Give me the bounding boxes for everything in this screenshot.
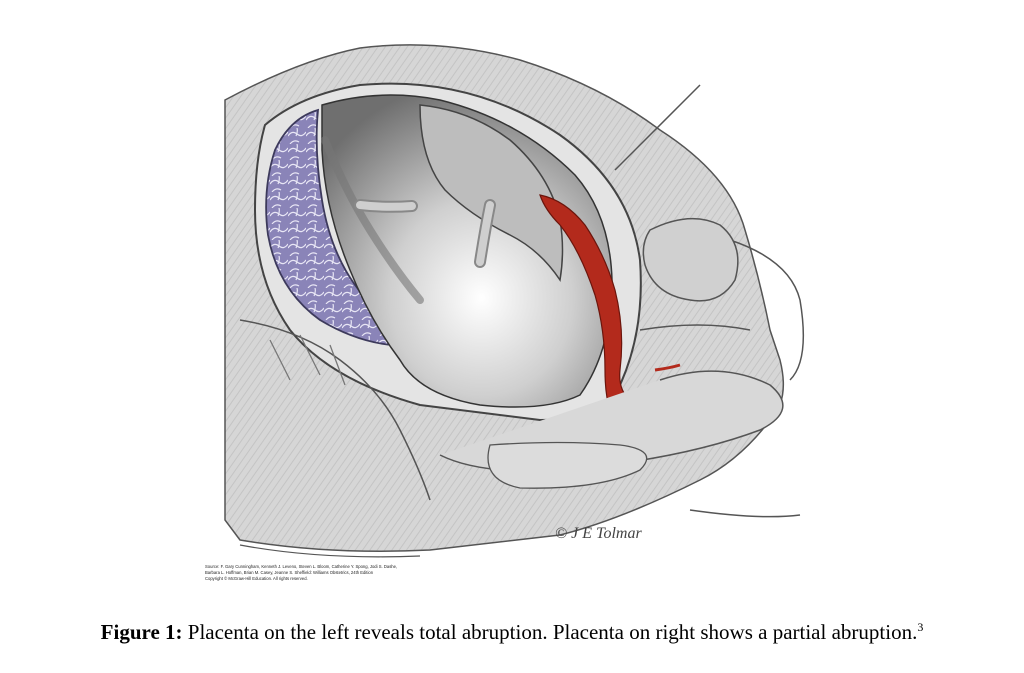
illustration-svg: © J E Tolmar — [224, 44, 805, 558]
credit-line: Barbara L. Hoffman, Brian M. Casey, Jean… — [205, 570, 374, 575]
placenta-total-abruption — [265, 108, 423, 347]
source-credit: Source: F. Gary Cunningham, Kenneth J. L… — [205, 564, 445, 582]
lower-anatomy — [239, 217, 784, 501]
membrane-fringe — [321, 136, 424, 304]
artist-signature: © J E Tolmar — [555, 525, 642, 542]
figure-label: Figure 1: — [100, 620, 183, 644]
credit-line: Copyright © McGraw-Hill Education. All r… — [205, 576, 308, 581]
credit-line: Source: F. Gary Cunningham, Kenneth J. L… — [205, 564, 398, 569]
reference-number: 3 — [917, 620, 924, 634]
caption-text: Placenta on the left reveals total abrup… — [182, 620, 918, 644]
umbilical-cords — [354, 199, 496, 268]
placenta-partial-abruption — [419, 104, 564, 282]
figure-caption: Figure 1: Placenta on the left reveals t… — [0, 620, 1024, 645]
uterus-illustration: © J E Tolmar — [224, 44, 805, 558]
